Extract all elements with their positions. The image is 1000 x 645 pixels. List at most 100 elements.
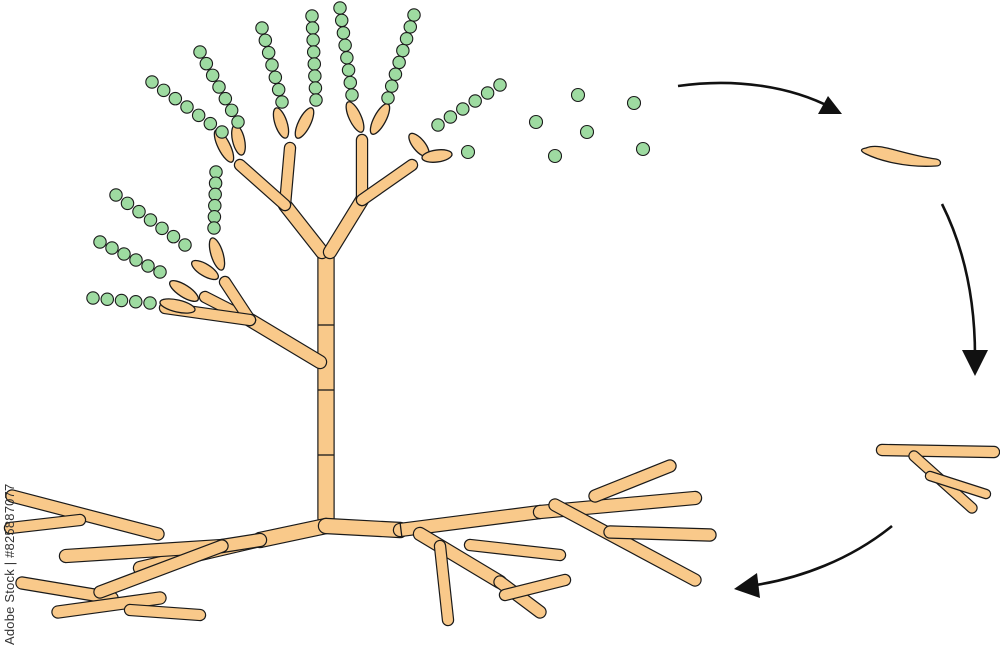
phialide xyxy=(168,280,200,302)
conidium xyxy=(143,296,157,310)
conidium xyxy=(156,83,171,98)
conidium xyxy=(129,294,143,309)
conidium xyxy=(431,118,445,132)
conidiophore xyxy=(158,101,453,527)
conidium xyxy=(443,110,458,124)
arrow-hypha-to-mycelium xyxy=(755,524,893,587)
conidium xyxy=(155,221,169,236)
released-spore xyxy=(460,144,476,160)
arrow-release-to-germination xyxy=(677,81,833,110)
metula xyxy=(233,158,292,212)
conidium xyxy=(105,241,119,255)
conidium xyxy=(168,91,183,106)
conidium xyxy=(333,1,347,15)
conidium xyxy=(340,50,354,65)
released-spore xyxy=(579,124,595,140)
conidium xyxy=(308,81,323,95)
conidium xyxy=(307,57,322,71)
hypha xyxy=(548,498,702,587)
hypha xyxy=(412,526,508,590)
conidium xyxy=(306,45,321,59)
hypha xyxy=(603,525,717,542)
arrowhead-3 xyxy=(734,573,760,598)
conidia-chains xyxy=(86,1,507,310)
released-spore xyxy=(570,87,586,103)
conidium xyxy=(381,91,395,105)
conidium xyxy=(199,56,214,71)
hypha xyxy=(463,538,567,562)
hypha xyxy=(58,538,230,564)
conidium xyxy=(258,33,273,48)
conidium xyxy=(306,33,320,47)
released-spore xyxy=(547,148,563,164)
phialide xyxy=(208,237,226,271)
arrowhead-1 xyxy=(818,96,842,114)
released-spore xyxy=(528,114,544,130)
hypha xyxy=(433,539,455,627)
conidium xyxy=(109,188,123,202)
conidium xyxy=(212,80,226,94)
conidium xyxy=(336,26,351,40)
conidium xyxy=(114,293,129,308)
conidium xyxy=(129,253,143,267)
conidium xyxy=(193,45,207,59)
conidium xyxy=(143,213,158,227)
conidium xyxy=(145,75,159,89)
phialide xyxy=(272,107,290,139)
conidium xyxy=(343,75,358,90)
conidium xyxy=(153,265,167,279)
hypha xyxy=(123,603,207,622)
phialide xyxy=(421,149,453,163)
germ-tube xyxy=(860,145,942,167)
conidium xyxy=(275,95,289,109)
young-hyphae xyxy=(875,443,1000,514)
branch-upper-left xyxy=(277,197,330,260)
metula xyxy=(355,158,419,207)
conidium xyxy=(218,91,233,106)
germinating-spore xyxy=(860,145,942,167)
conidium xyxy=(208,176,223,190)
hypha xyxy=(588,459,677,503)
hypha xyxy=(5,489,165,541)
conidium xyxy=(305,21,320,35)
conidium xyxy=(178,238,192,252)
young-hypha xyxy=(924,470,992,500)
hypha xyxy=(251,517,335,549)
hypha xyxy=(498,573,572,602)
hypha xyxy=(51,591,167,619)
conidium xyxy=(120,196,135,211)
conidium xyxy=(399,31,414,46)
conidium xyxy=(388,67,403,82)
cycle-arrows xyxy=(677,81,988,598)
conidium xyxy=(493,78,507,92)
conidium xyxy=(132,204,146,219)
branch-lower-left xyxy=(242,312,328,370)
hypha xyxy=(93,539,229,599)
conidium xyxy=(215,125,229,139)
conidium xyxy=(203,116,218,131)
released-spores xyxy=(460,87,651,164)
conidium xyxy=(205,68,220,83)
conidium xyxy=(468,94,482,108)
conidium xyxy=(407,8,421,22)
conidium xyxy=(231,115,245,129)
released-spore xyxy=(635,141,651,157)
conidium xyxy=(207,221,221,235)
conidium xyxy=(93,235,107,249)
conidium xyxy=(166,229,181,244)
conidium xyxy=(255,21,269,35)
conidium xyxy=(261,45,276,60)
conidium xyxy=(345,88,359,102)
arrowhead-2 xyxy=(962,350,988,376)
conidium xyxy=(341,63,356,77)
metula xyxy=(278,141,297,212)
phialide xyxy=(159,298,196,314)
conidium xyxy=(117,247,131,261)
conidium xyxy=(309,93,323,107)
released-spore xyxy=(626,95,642,111)
conidium xyxy=(208,198,222,213)
mycelium xyxy=(3,459,717,627)
conidium xyxy=(268,70,283,85)
conidium xyxy=(191,108,206,123)
